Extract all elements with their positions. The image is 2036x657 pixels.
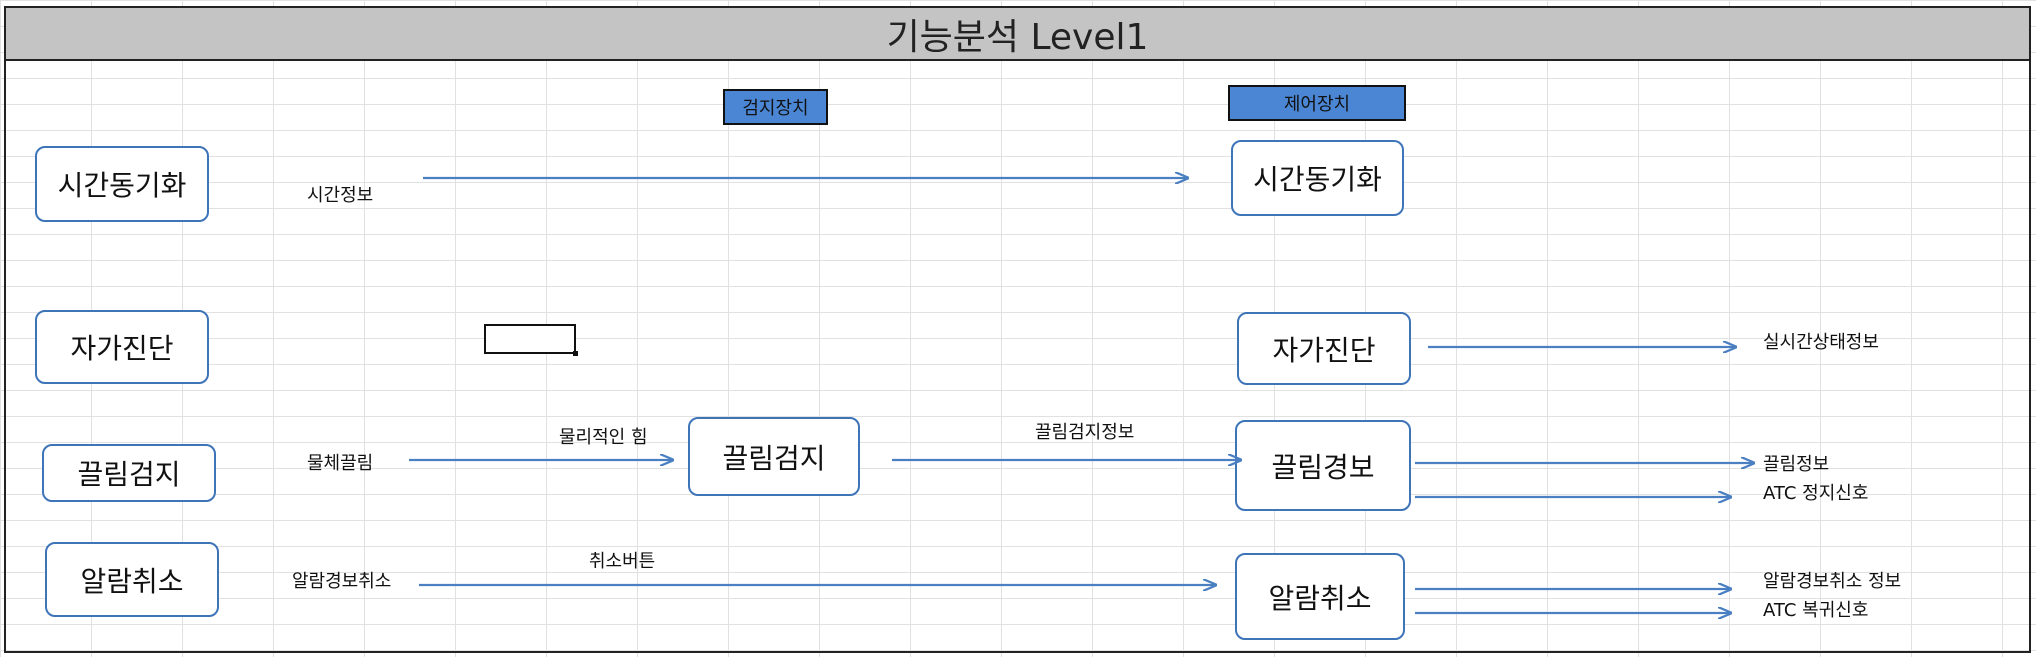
node-left-alarm-cancel[interactable]: 알람취소	[45, 542, 219, 617]
header-controller: 제어장치	[1228, 85, 1406, 121]
label-atc-stop: ATC 정지신호	[1763, 483, 1869, 504]
label-pull-info: 끌림정보	[1763, 454, 1830, 475]
node-right-pull-alarm[interactable]: 끌림경보	[1235, 420, 1411, 511]
label-pull-detect-info: 끌림검지정보	[1035, 422, 1135, 443]
label-realtime-status: 실시간상태정보	[1763, 332, 1879, 353]
label-cancel-button: 취소버튼	[589, 551, 656, 572]
node-mid-pull-detect[interactable]: 끌림검지	[688, 417, 860, 496]
node-left-pull-detect[interactable]: 끌림검지	[42, 444, 216, 502]
label-alarm-cancel-input: 알람경보취소	[292, 571, 392, 592]
diagram-frame	[4, 59, 2031, 653]
node-right-self-diagnosis[interactable]: 자가진단	[1237, 312, 1411, 385]
label-object-pull: 물체끌림	[307, 453, 374, 474]
node-left-self-diagnosis[interactable]: 자가진단	[35, 310, 209, 384]
selected-cell[interactable]	[484, 324, 578, 356]
label-atc-return: ATC 복귀신호	[1763, 600, 1869, 621]
node-left-time-sync[interactable]: 시간동기화	[35, 146, 209, 222]
label-physical-force: 물리적인 힘	[559, 427, 648, 448]
header-detector: 검지장치	[723, 89, 828, 125]
diagram-title: 기능분석 Level1	[4, 6, 2031, 61]
label-time-info: 시간정보	[307, 185, 374, 206]
node-right-alarm-cancel[interactable]: 알람취소	[1235, 553, 1405, 640]
node-right-time-sync[interactable]: 시간동기화	[1231, 140, 1404, 216]
label-alarm-cancel-info: 알람경보취소 정보	[1763, 571, 1902, 592]
